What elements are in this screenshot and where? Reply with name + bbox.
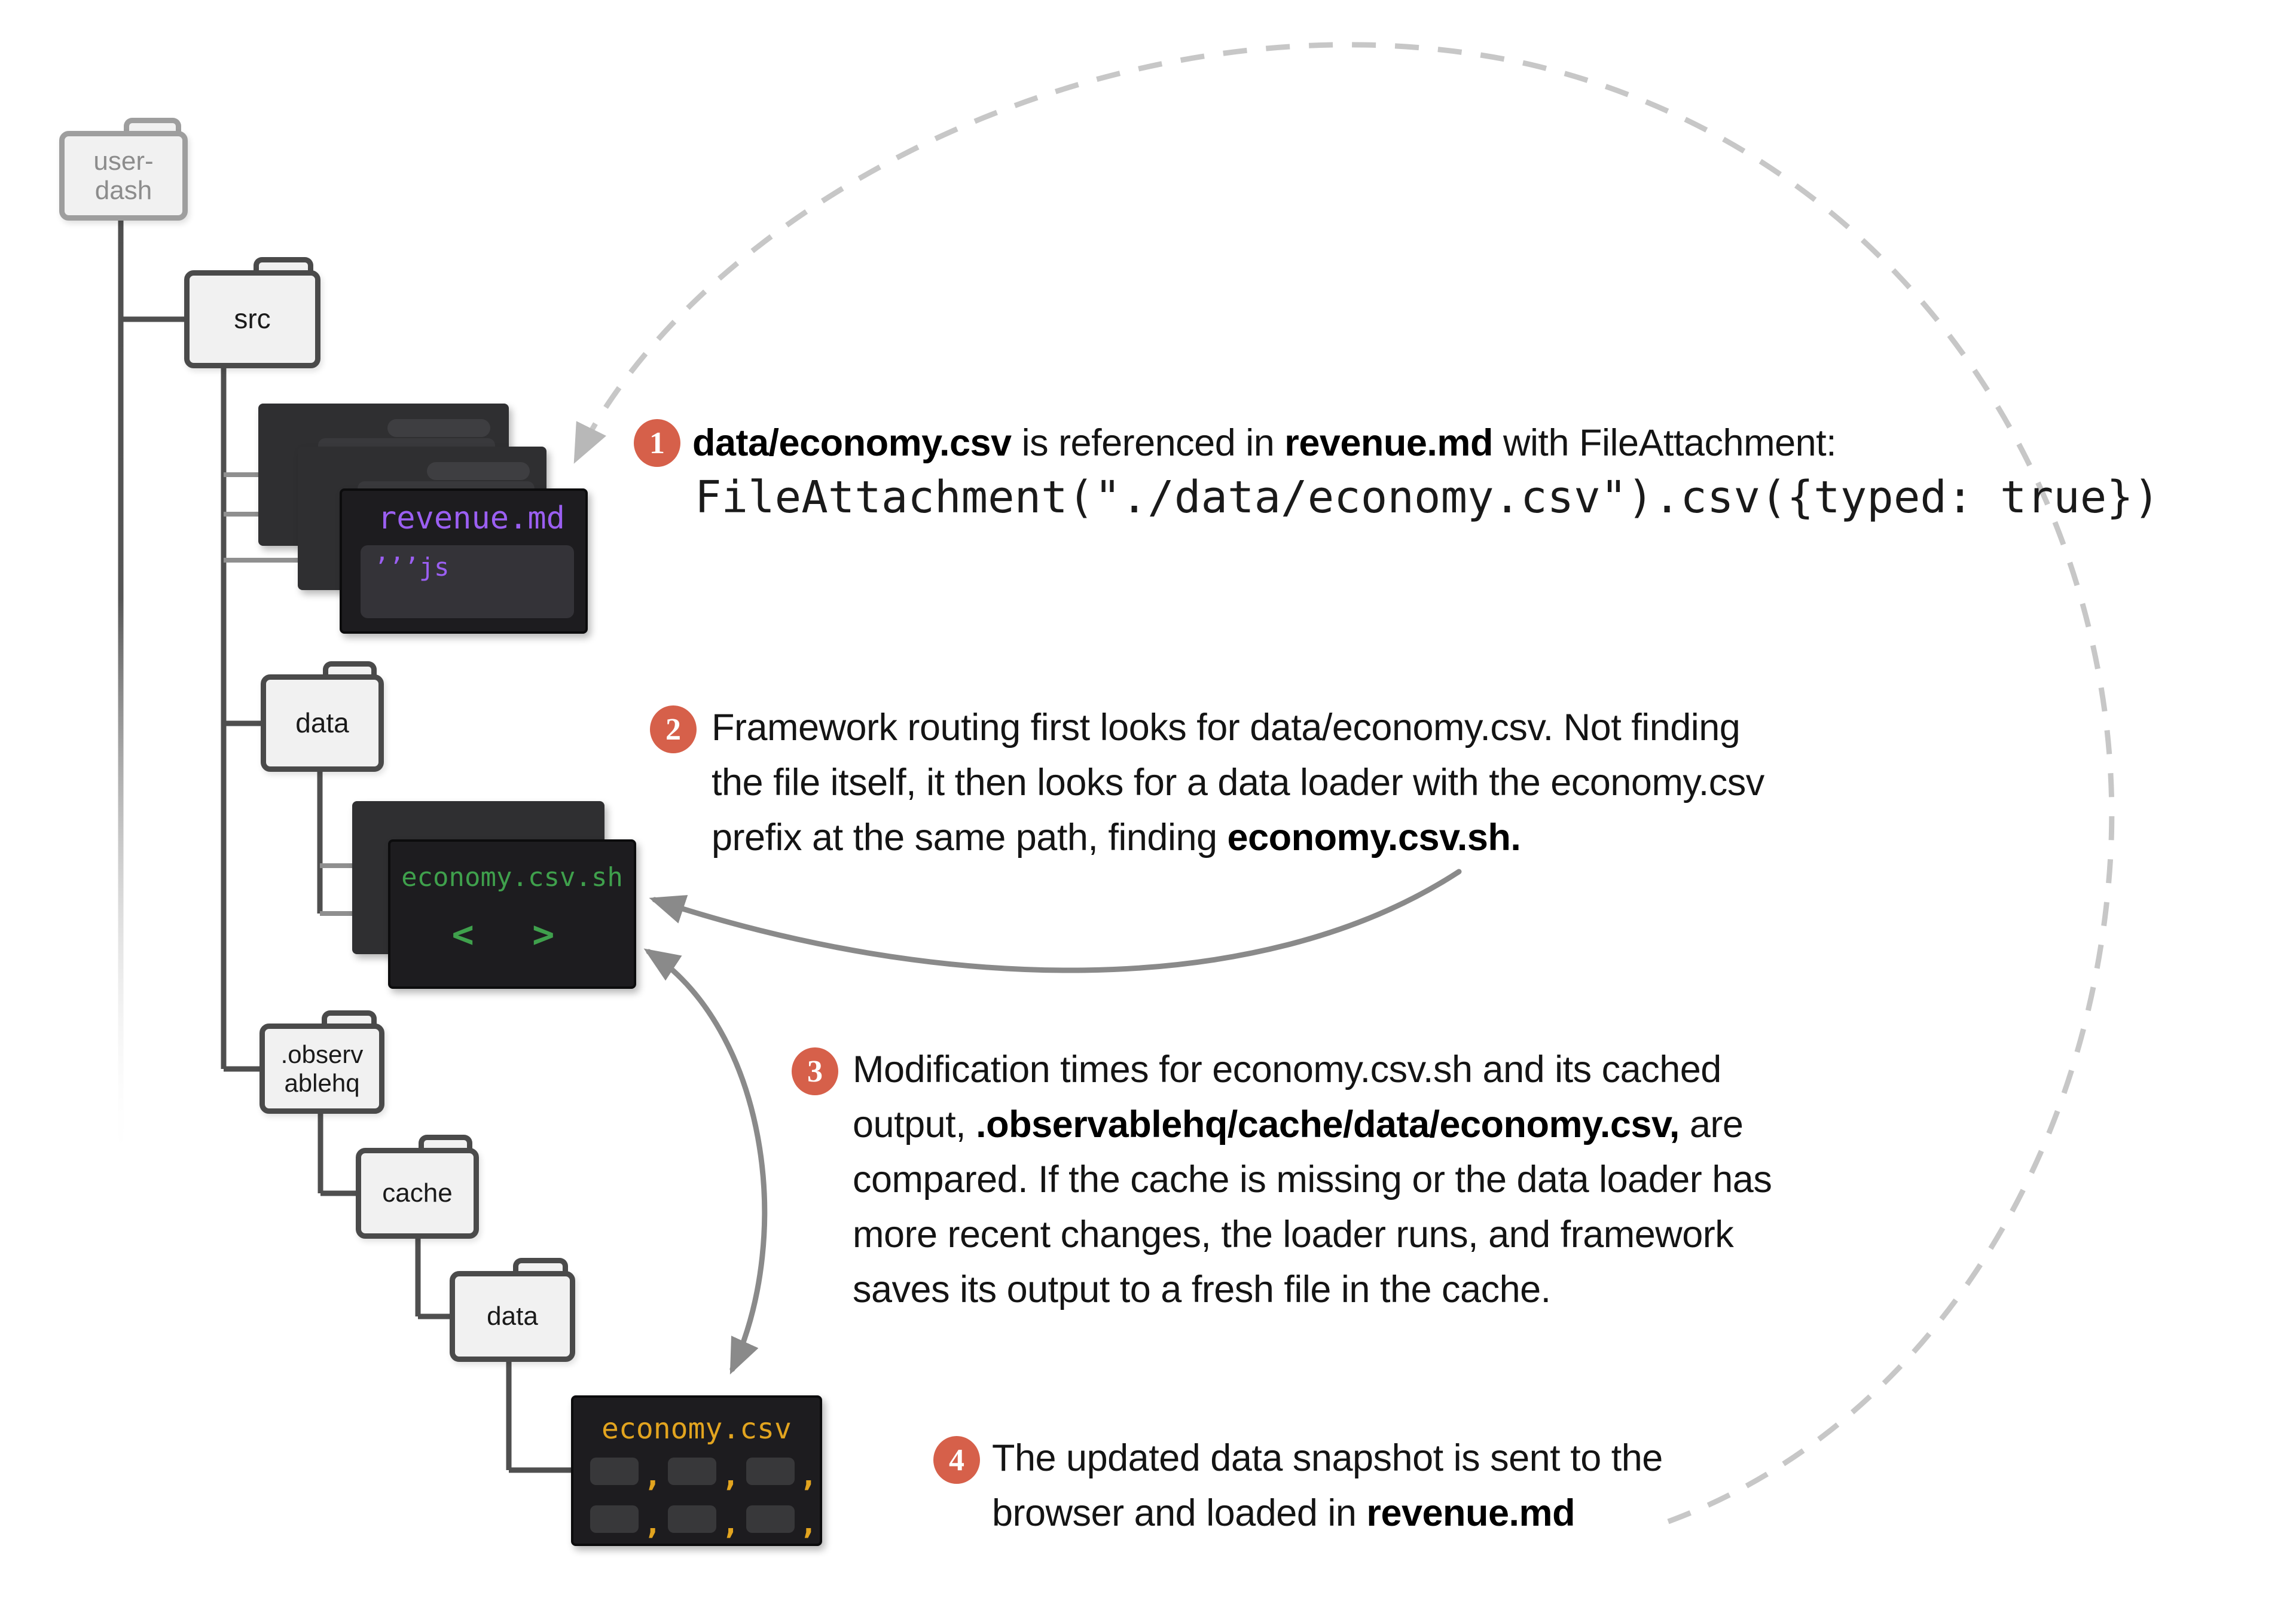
folder-cache: cache <box>356 1148 479 1239</box>
folder-data-cache: data <box>450 1271 575 1362</box>
csv-cell <box>590 1458 639 1485</box>
step-4-badge: 4 <box>933 1436 980 1484</box>
card-title-placeholder <box>427 462 530 480</box>
step-2-line-3: prefix at the same path, finding economy… <box>712 819 1521 857</box>
code-block-panel: ’’’js <box>361 545 574 618</box>
step-2-line-2: the file itself, it then looks for a dat… <box>712 762 1764 804</box>
card-title-placeholder <box>387 419 490 437</box>
folder-user-dash: user- dash <box>59 131 188 221</box>
js-fence-code: ’’’js <box>374 552 450 582</box>
step-2-line-3-text: prefix at the same path, finding <box>712 817 1228 859</box>
step-3-line-3: compared. If the cache is missing or the… <box>853 1159 1772 1200</box>
shell-script-icon: < > <box>451 912 573 956</box>
step-2-line-1: Framework routing first looks for data/e… <box>712 707 1741 749</box>
step-1-text-mid: is referenced in <box>1011 422 1285 464</box>
step-4-bold-file: revenue.md <box>1366 1492 1576 1534</box>
csv-comma: , <box>721 1457 740 1493</box>
step-1-text-tail: with FileAttachment: <box>1492 422 1837 464</box>
step-4-line-2: browser and loaded in revenue.md <box>992 1492 1576 1534</box>
economy-csv-sh-card: economy.csv.sh < > <box>388 839 636 989</box>
csv-comma: , <box>643 1505 662 1541</box>
step-3-line-5: saves its output to a fresh file in the … <box>853 1269 1551 1310</box>
csv-comma: , <box>643 1457 662 1493</box>
economy-csv-sh-filename: economy.csv.sh <box>401 862 623 893</box>
step-1-bold-file: revenue.md <box>1284 422 1493 464</box>
csv-cell <box>590 1505 639 1533</box>
folder-observablehq: .observ ablehq <box>259 1024 384 1114</box>
folder-label: ablehq <box>284 1068 360 1097</box>
csv-cell <box>746 1458 795 1485</box>
folder-label: dash <box>94 176 152 205</box>
csv-comma: , <box>799 1457 818 1493</box>
economy-csv-card: economy.csv , , , , , , <box>571 1395 822 1546</box>
folder-label: cache <box>382 1178 453 1208</box>
csv-comma: , <box>721 1505 740 1541</box>
folder-label: .observ <box>280 1040 364 1069</box>
folder-src: src <box>184 270 320 368</box>
step-1-badge: 1 <box>634 419 680 467</box>
csv-cell <box>746 1505 795 1533</box>
csv-row: , , , <box>590 1505 824 1541</box>
folder-label: src <box>234 303 271 335</box>
step-1-text: data/economy.csv is referenced in revenu… <box>692 422 1837 464</box>
csv-cell <box>668 1505 717 1533</box>
step-3-line-2: output, .observablehq/cache/data/economy… <box>853 1104 1744 1145</box>
step-1-bold-path: data/economy.csv <box>692 422 1012 464</box>
step-3-line-1: Modification times for economy.csv.sh an… <box>853 1049 1721 1090</box>
step-3-line-2-pre: output, <box>853 1104 976 1145</box>
step-4-line-1: The updated data snapshot is sent to the <box>992 1437 1663 1479</box>
step-1-code: FileAttachment("./data/economy.csv").csv… <box>695 472 2160 523</box>
step-3-line-4: more recent changes, the loader runs, an… <box>853 1214 1734 1255</box>
step-2-bold-file: economy.csv.sh. <box>1227 817 1521 859</box>
csv-comma: , <box>799 1505 818 1541</box>
routing-arrow <box>649 869 1462 973</box>
csv-cell <box>668 1458 717 1485</box>
step-2-badge: 2 <box>650 705 697 753</box>
step-3-bold-path: .observablehq/cache/data/economy.csv, <box>976 1104 1680 1145</box>
csv-row: , , , <box>590 1457 824 1493</box>
economy-csv-filename: economy.csv <box>602 1412 792 1446</box>
compare-mtime-arrow <box>643 948 768 1375</box>
revenue-md-filename: revenue.md <box>377 500 565 536</box>
folder-label: data <box>487 1302 538 1331</box>
folder-data: data <box>261 674 384 772</box>
step-3-line-2-post: are <box>1679 1104 1744 1145</box>
step-4-line-2-text: browser and loaded in <box>992 1492 1367 1534</box>
revenue-md-card: revenue.md ’’’js <box>340 488 588 634</box>
step-3-badge: 3 <box>792 1047 838 1095</box>
folder-label: user- <box>93 146 154 176</box>
folder-label: data <box>295 707 349 738</box>
